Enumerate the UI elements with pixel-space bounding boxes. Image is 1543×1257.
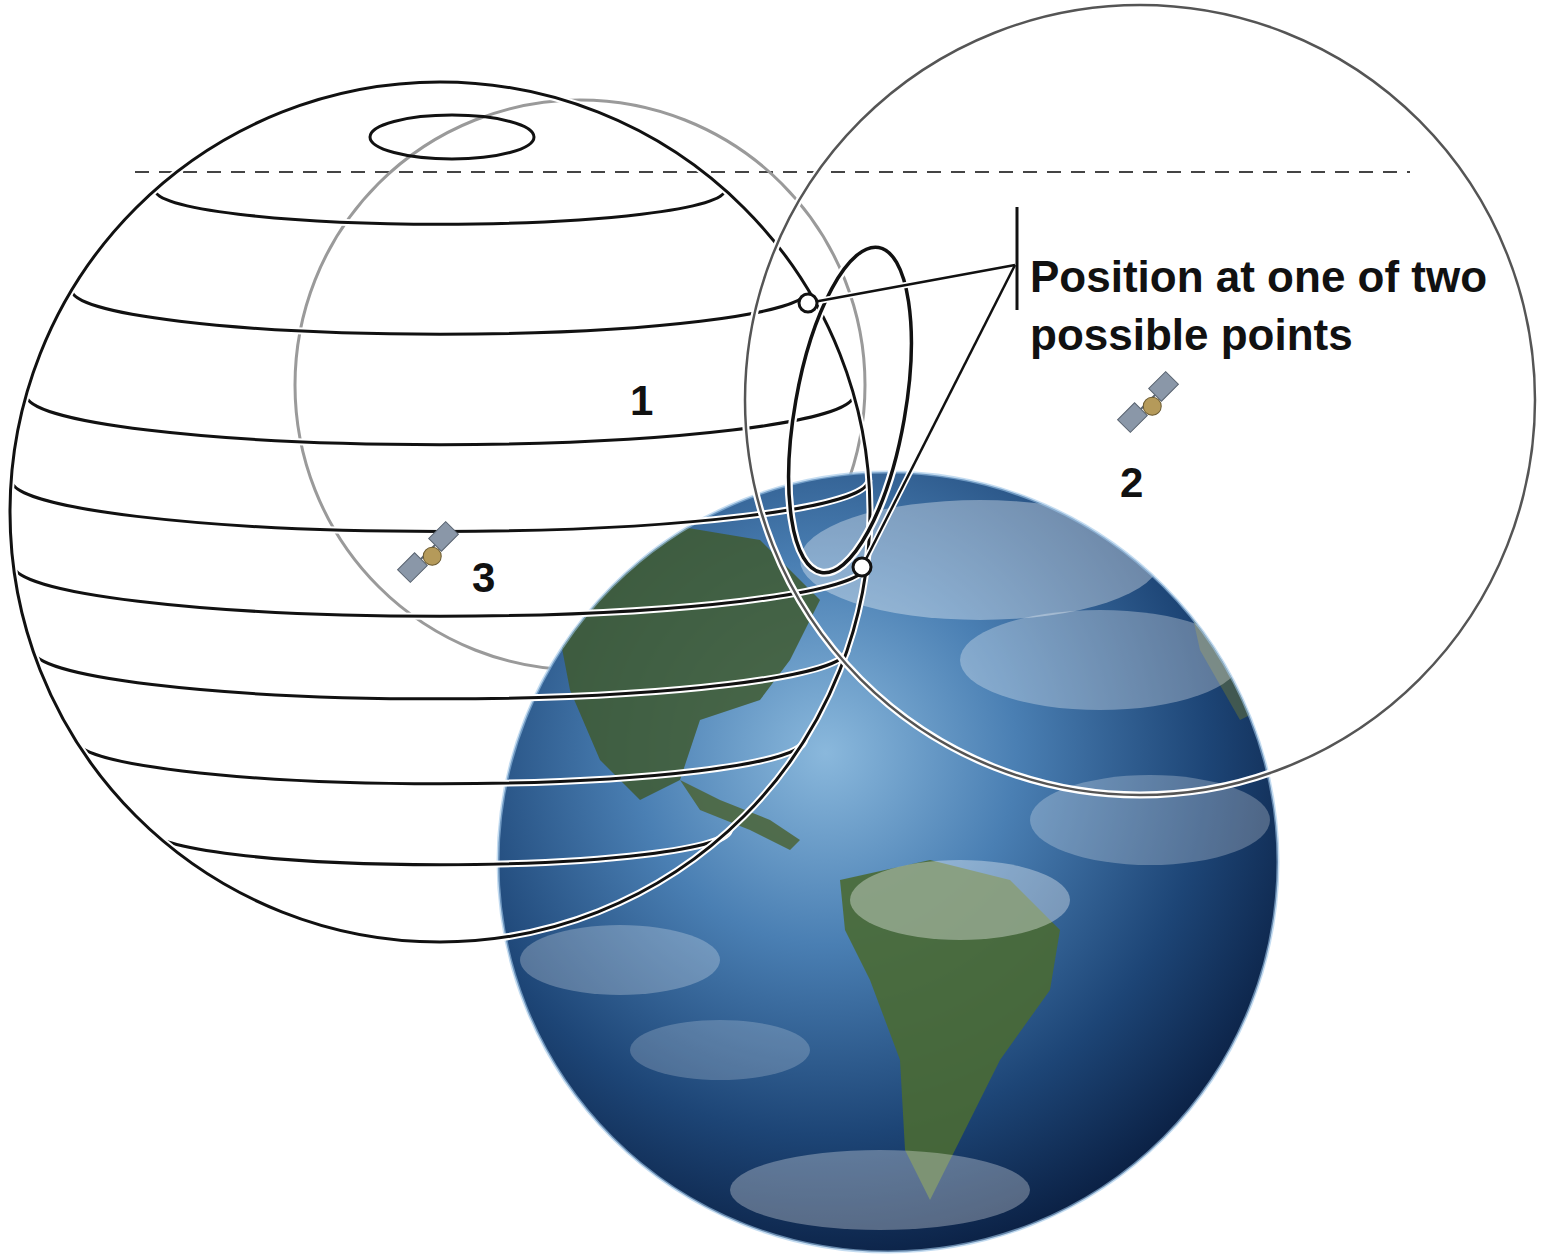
position-point [853, 558, 871, 576]
horizon-line [135, 171, 1410, 173]
latitude-line-halo [75, 740, 804, 784]
leader-halo [862, 265, 1015, 567]
earth-disc [498, 472, 1278, 1252]
latitude-line [26, 395, 854, 445]
latitude-line-halo [72, 290, 809, 334]
latitude-line-halo [155, 190, 725, 224]
latitude-line [155, 190, 725, 224]
position-point [799, 294, 817, 312]
latitude-line-halo [13, 565, 866, 616]
latitude-line [75, 740, 804, 784]
cloud [800, 500, 1160, 620]
latitude-line-halo [11, 480, 869, 531]
cloud [730, 1150, 1030, 1230]
callout-number: 2 [1120, 462, 1143, 504]
cloud [850, 860, 1070, 940]
latitude-line [13, 565, 866, 616]
central-america [680, 780, 800, 850]
satellite-icon [1118, 372, 1183, 437]
cloud [520, 925, 720, 995]
bracket-bar [1016, 207, 1019, 310]
intersection-ring-halo [767, 238, 933, 582]
latitude-line-halo [151, 830, 730, 865]
callout-text: Position at one of two possible points [1030, 248, 1535, 364]
callout-number: 3 [472, 557, 495, 599]
sphere-one-outline [10, 82, 870, 942]
sphere-one-halo [10, 82, 870, 942]
cloud [630, 1020, 810, 1080]
latitude-line [33, 650, 848, 699]
sphere-two-halo [745, 5, 1535, 795]
earth-rim [498, 472, 1278, 1252]
satellite-icon [398, 522, 463, 587]
sphere-one [10, 82, 870, 942]
latitude-line [72, 290, 809, 334]
latitude-line [11, 480, 869, 531]
leader-halo [808, 265, 1015, 303]
leader-line [862, 265, 1015, 567]
intersection-ring [767, 238, 933, 582]
latitude-line-halo [26, 395, 854, 445]
sphere-two [745, 5, 1535, 795]
callout-number: 1 [630, 380, 653, 422]
latitude-line [151, 830, 730, 865]
latitude-line-halo [33, 650, 848, 699]
earth [498, 472, 1280, 1252]
polar-cap [370, 115, 534, 159]
leader-line [808, 265, 1015, 303]
